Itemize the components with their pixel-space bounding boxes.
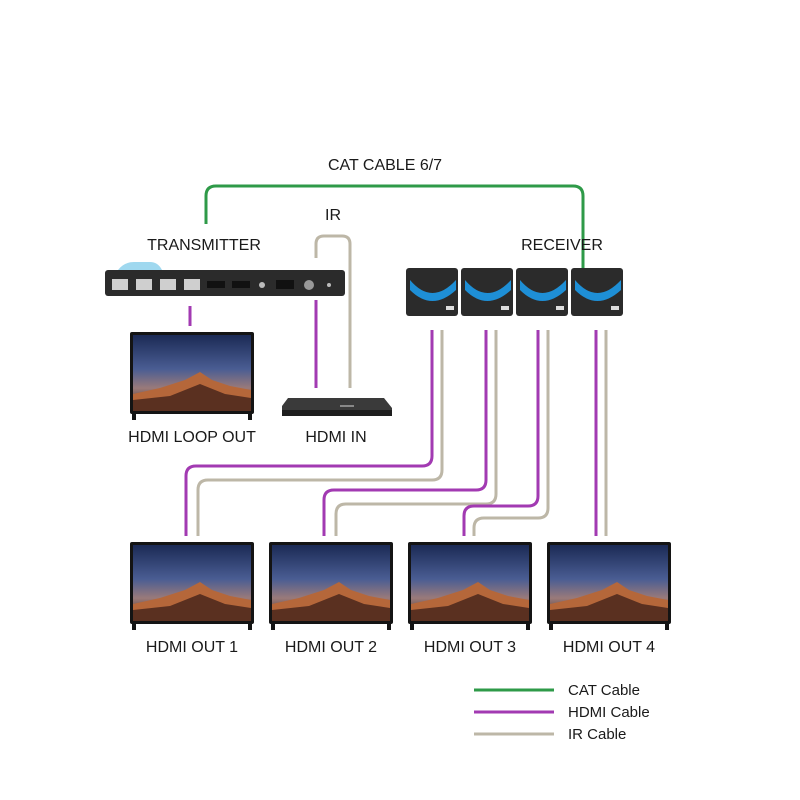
hdmi-out-2-label: HDMI OUT 2 [285, 639, 377, 656]
receiver-unit-1 [406, 268, 458, 316]
hdmi-out-3-label: HDMI OUT 3 [424, 639, 516, 656]
hdmi-cable-out-3 [462, 330, 540, 536]
receiver-unit-3 [516, 268, 568, 316]
hdmi-loop-out-label: HDMI LOOP OUT [128, 429, 256, 446]
ir-cable-out-2 [334, 330, 498, 536]
hdmi-out-1-label: HDMI OUT 1 [146, 639, 238, 656]
legend-hdmi-label: HDMI Cable [568, 704, 650, 721]
ir-cable-out-3 [472, 330, 550, 536]
ir-label: IR [325, 207, 341, 224]
hdmi-out-4-label: HDMI OUT 4 [563, 639, 655, 656]
hdmi-out-3-tv [408, 542, 532, 630]
hdmi-out-4-tv [547, 542, 671, 630]
cat-cable-line [204, 184, 585, 268]
hdmi-in-source-device [282, 398, 392, 416]
transmitter-device [105, 262, 345, 296]
receiver-unit-4 [571, 268, 623, 316]
receiver-label: RECEIVER [521, 237, 603, 254]
hdmi-loop-out-tv [130, 332, 254, 420]
legend-ir-label: IR Cable [568, 726, 626, 743]
legend: CAT Cable HDMI Cable IR Cable [474, 682, 650, 743]
legend-cat-label: CAT Cable [568, 682, 640, 699]
hdmi-in-label: HDMI IN [305, 429, 366, 446]
hdmi-cable-out-1 [184, 330, 434, 536]
receiver-unit-2 [461, 268, 513, 316]
cat-cable-label: CAT CABLE 6/7 [328, 157, 442, 174]
hdmi-out-1-tv [130, 542, 254, 630]
ir-cable-line [314, 234, 352, 388]
hdmi-out-2-tv [269, 542, 393, 630]
transmitter-label: TRANSMITTER [147, 237, 261, 254]
ir-cable-out-1 [196, 330, 444, 536]
hdmi-cable-out-2 [322, 330, 488, 536]
